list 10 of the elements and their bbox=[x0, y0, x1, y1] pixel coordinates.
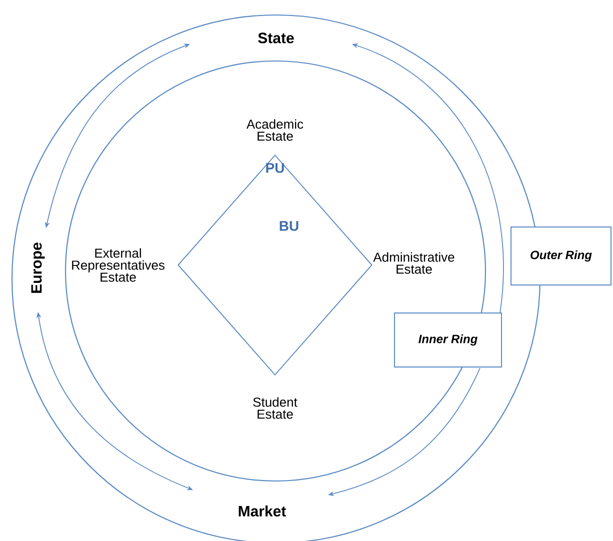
sector-label: Europe bbox=[31, 242, 45, 293]
estate-label: Academic Estate bbox=[246, 119, 304, 141]
estate-label: External Representatives Estate bbox=[72, 248, 164, 282]
sector-label: State bbox=[258, 32, 294, 44]
ring-label-box: Outer Ring bbox=[510, 226, 612, 286]
sector-label: Market bbox=[238, 506, 286, 516]
estate-label: Student Estate bbox=[253, 397, 298, 419]
ring-label-box: Inner Ring bbox=[394, 312, 502, 368]
estate-label: Administrative Estate bbox=[373, 252, 454, 274]
ring-circle bbox=[64, 60, 486, 482]
